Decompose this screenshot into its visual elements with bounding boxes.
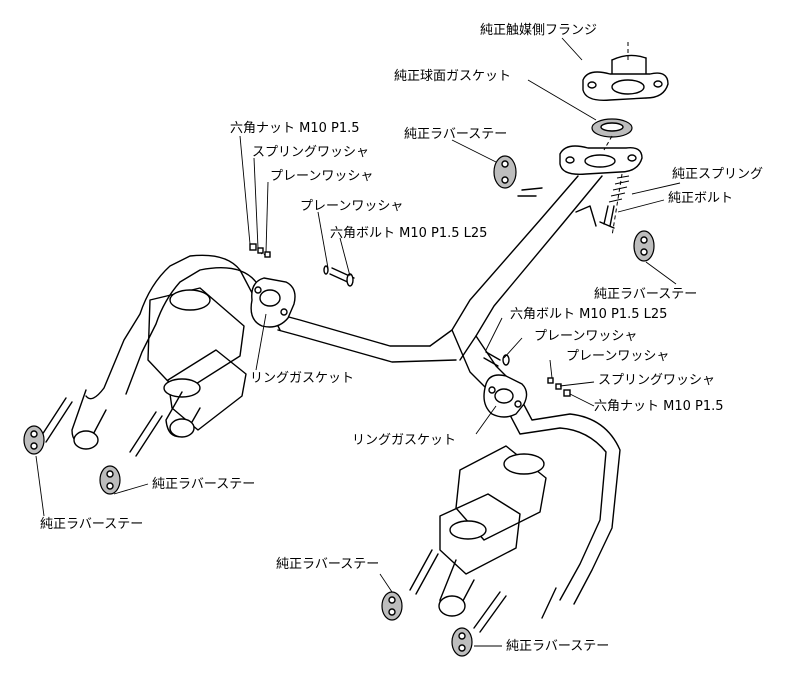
label-oem-spherical-gasket: 純正球面ガスケット: [394, 69, 511, 84]
label-hex-nut-right: 六角ナット M10 P1.5: [594, 399, 724, 414]
part-labels: 純正触媒側フランジ 純正球面ガスケット 純正ラバーステー 純正スプリング 純正ボ…: [40, 23, 763, 654]
oem-spring-icon: [608, 175, 630, 203]
label-oem-rubber-stay-right-lower: 純正ラバーステー: [506, 639, 609, 654]
right-muffler-can-lower: [439, 493, 521, 575]
label-oem-rubber-stay-right-middle: 純正ラバーステー: [276, 557, 379, 572]
left-muffler-assembly: [39, 254, 281, 457]
label-plain-washer-right: プレーンワッシャ: [534, 329, 637, 344]
label-oem-bolt: 純正ボルト: [668, 191, 733, 206]
catalyst-flange-assembly: [559, 40, 669, 237]
rubber-stay-top: [493, 155, 517, 189]
label-hex-bolt-right: 六角ボルト M10 P1.5 L25: [510, 307, 667, 322]
label-spring-washer-right: スプリングワッシャ: [598, 373, 715, 388]
label-ring-gasket-right: リングガスケット: [352, 433, 456, 448]
label-oem-catalyst-flange: 純正触媒側フランジ: [480, 23, 597, 38]
label-spring-washer-left: スプリングワッシャ: [252, 145, 369, 160]
label-oem-rubber-stay-right: 純正ラバーステー: [594, 287, 697, 302]
label-oem-spring: 純正スプリング: [672, 167, 763, 182]
left-tail-pipe-1: [73, 430, 99, 450]
label-plain-washer-right2: プレーンワッシャ: [566, 349, 669, 364]
right-joint-flange: [483, 351, 571, 418]
label-oem-rubber-stay-top: 純正ラバーステー: [404, 127, 507, 142]
label-oem-rubber-stay-left-middle: 純正ラバーステー: [152, 477, 255, 492]
rubber-stay-left-middle: [99, 465, 121, 495]
left-joint-flange: [249, 243, 355, 328]
rubber-stay-left-lower: [23, 425, 45, 455]
rubber-stay-right-middle: [381, 591, 403, 621]
left-muffler-can-upper: [147, 287, 245, 395]
rubber-stay-right-lower: [451, 627, 473, 657]
rubber-stay-right: [633, 230, 655, 262]
left-tail-pipe-2: [169, 418, 195, 438]
label-plain-washer-left2: プレーンワッシャ: [300, 199, 403, 214]
label-hex-nut-left: 六角ナット M10 P1.5: [230, 121, 360, 136]
label-hex-bolt-left: 六角ボルト M10 P1.5 L25: [330, 226, 487, 241]
left-muffler-can-lower: [167, 349, 247, 431]
label-oem-rubber-stay-left-lower: 純正ラバーステー: [40, 517, 143, 532]
label-ring-gasket-left: リングガスケット: [250, 371, 354, 386]
label-plain-washer-left: プレーンワッシャ: [270, 169, 373, 184]
front-pipe: [269, 175, 603, 393]
rubber-stays: [23, 155, 655, 657]
right-muffler-assembly: [409, 385, 621, 633]
right-tail-pipe-1: [438, 595, 466, 617]
leader-lines: [35, 37, 681, 647]
